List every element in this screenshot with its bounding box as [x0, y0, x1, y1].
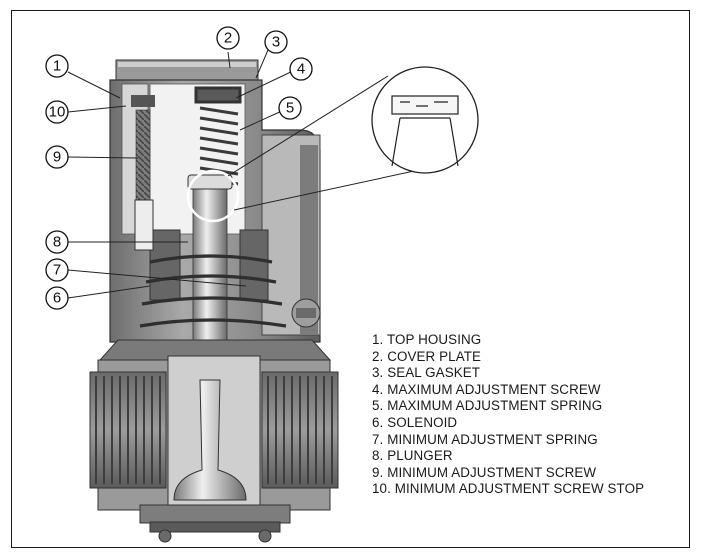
legend-item: 4. MAXIMUM ADJUSTMENT SCREW: [372, 381, 601, 397]
legend-item: 9. MINIMUM ADJUSTMENT SCREW: [372, 464, 597, 480]
callout-6: 6: [45, 286, 69, 310]
legend-item: 1. TOP HOUSING: [372, 332, 482, 347]
legend-item: 3. SEAL GASKET: [372, 365, 481, 381]
detail-magnifier: [186, 66, 479, 223]
svg-text:10: 10: [49, 104, 66, 121]
minimum-adjustment-spring: [139, 254, 287, 328]
callout-4: 4: [289, 57, 313, 81]
svg-text:4: 4: [297, 61, 305, 78]
callout-1: 1: [45, 54, 69, 78]
parts-legend: 1. TOP HOUSING 2. COVER PLATE 3. SEAL GA…: [372, 332, 644, 498]
callout-9: 9: [45, 145, 69, 169]
svg-text:2: 2: [224, 30, 232, 47]
legend-item: 10. MINIMUM ADJUSTMENT SCREW STOP: [372, 481, 645, 497]
callout-2: 2: [216, 26, 240, 50]
callout-10: 10: [45, 100, 69, 124]
svg-text:7: 7: [53, 262, 61, 279]
svg-text:3: 3: [272, 34, 280, 51]
maximum-adjustment-spring: [194, 86, 242, 186]
callout-7: 7: [45, 258, 69, 282]
legend-item: 6. SOLENOID: [372, 414, 458, 430]
svg-text:8: 8: [53, 234, 61, 251]
svg-text:6: 6: [53, 290, 61, 307]
valve-base: [89, 339, 339, 543]
legend-item: 2. COVER PLATE: [372, 348, 482, 364]
legend-item: 5. MAXIMUM ADJUSTMENT SPRING: [372, 398, 603, 414]
callout-8: 8: [45, 230, 69, 254]
svg-text:1: 1: [53, 58, 61, 75]
cover-plate: [115, 59, 259, 83]
callout-3: 3: [264, 30, 288, 54]
legend-item: 7. MINIMUM ADJUSTMENT SPRING: [372, 431, 598, 447]
svg-text:5: 5: [286, 100, 294, 117]
figure-frame: [11, 10, 690, 548]
svg-text:9: 9: [53, 149, 61, 166]
callout-5: 5: [278, 96, 302, 120]
leader-lines: [67, 49, 296, 299]
legend-item: 8. PLUNGER: [372, 448, 453, 464]
